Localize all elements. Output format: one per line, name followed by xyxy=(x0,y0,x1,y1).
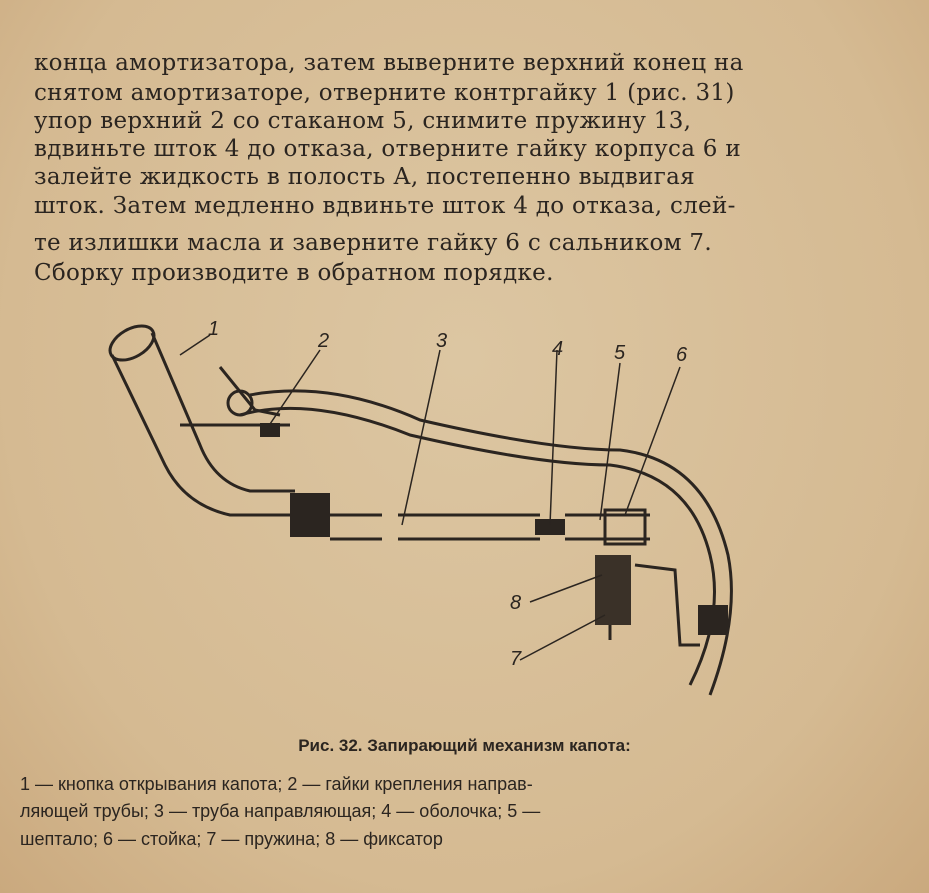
text-line: снятом амортизаторе, отверните контргайк… xyxy=(34,80,735,106)
label-4: 4 xyxy=(552,338,563,360)
label-1: 1 xyxy=(208,318,219,340)
text-line: вдвиньте шток 4 до отказа, отверните гай… xyxy=(34,136,741,162)
legend-line: шептало; 6 — стойка; 7 — пружина; 8 — фи… xyxy=(20,829,443,849)
label-8: 8 xyxy=(510,592,521,614)
label-7: 7 xyxy=(510,648,522,670)
figure-caption: Рис. 32. Запирающий механизм капота: xyxy=(298,736,631,755)
text-line: те излишки масла и заверните гайку 6 с с… xyxy=(34,230,712,256)
label-5: 5 xyxy=(614,342,626,364)
label-6: 6 xyxy=(676,344,688,366)
text-line: Сборку производите в обратном порядке. xyxy=(34,260,554,286)
label-3: 3 xyxy=(436,330,447,352)
legend-line: 1 — кнопка открывания капота; 2 — гайки … xyxy=(20,774,533,794)
text-line: конца амортизатора, затем выверните верх… xyxy=(34,50,744,76)
text-line: упор верхний 2 со стаканом 5, снимите пр… xyxy=(34,108,692,134)
hood-lock-mechanism-diagram: 1 2 3 4 5 6 7 8 xyxy=(108,318,733,696)
text-line: залейте жидкость в полость А, постепенно… xyxy=(34,164,695,190)
label-2: 2 xyxy=(317,330,329,352)
legend-line: ляющей трубы; 3 — труба направляющая; 4 … xyxy=(20,801,541,821)
text-line: шток. Затем медленно вдвиньте шток 4 до … xyxy=(34,193,736,219)
